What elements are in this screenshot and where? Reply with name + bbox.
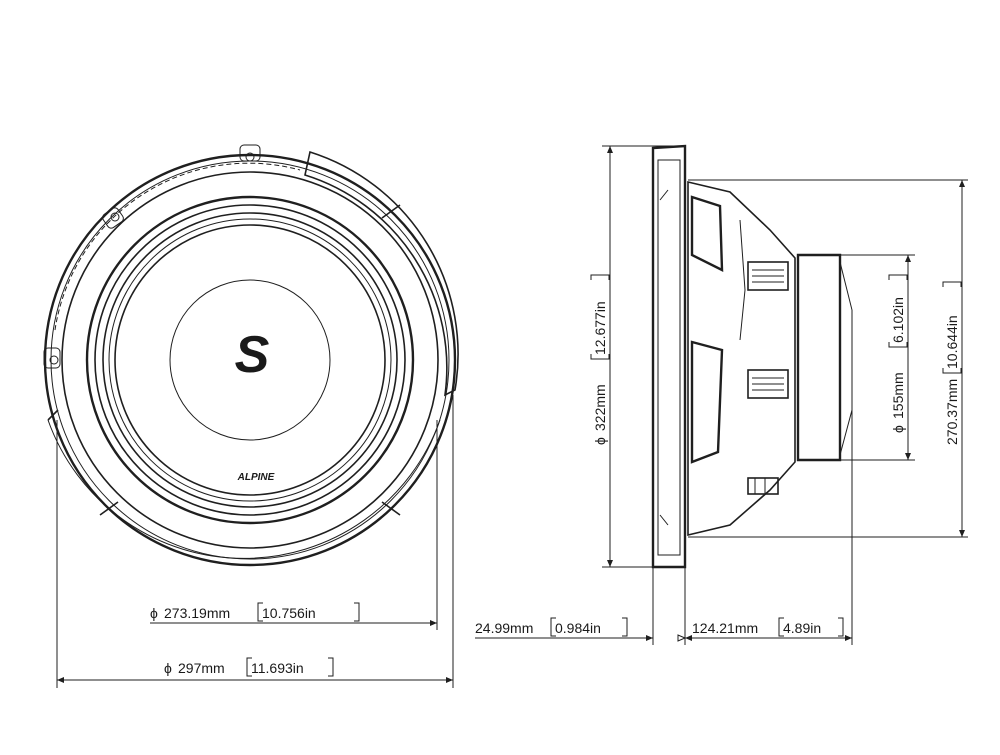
frame-symbol: ϕ bbox=[592, 437, 608, 445]
height-mm: 270.37mm bbox=[944, 379, 960, 445]
magnet-symbol: ϕ bbox=[890, 425, 906, 433]
dim-flange-depth: 24.99mm 0.984in bbox=[475, 567, 700, 645]
side-view-speaker bbox=[651, 144, 853, 569]
dim-basket-height: 270.37mm 10.644in bbox=[688, 179, 968, 538]
height-inch: 10.644in bbox=[944, 315, 960, 369]
dim-cutout-diameter: ϕ 273.19mm 10.756in bbox=[150, 420, 438, 630]
cutout-symbol: ϕ bbox=[150, 605, 158, 621]
s-logo-icon: S bbox=[235, 326, 270, 384]
cutout-mm: 273.19mm bbox=[164, 605, 230, 621]
overall-inch: 11.693in bbox=[251, 660, 304, 676]
overall-symbol: ϕ bbox=[164, 660, 172, 676]
dim-overall-diameter: ϕ 297mm 11.693in bbox=[56, 395, 454, 688]
frame-inch: 12.677in bbox=[592, 301, 608, 355]
frame-mm: 322mm bbox=[592, 384, 608, 431]
mount-mm: 124.21mm bbox=[692, 620, 758, 636]
magnet-mm: 155mm bbox=[890, 372, 906, 419]
brand-text: ALPINE bbox=[237, 472, 275, 483]
dim-magnet-diameter: ϕ 155mm 6.102in bbox=[840, 254, 915, 461]
cutout-inch: 10.756in bbox=[262, 605, 316, 621]
mount-inch: 4.89in bbox=[783, 620, 821, 636]
magnet-inch: 6.102in bbox=[890, 297, 906, 343]
front-view-speaker: S ALPINE bbox=[43, 144, 459, 567]
flange-mm: 24.99mm bbox=[475, 620, 533, 636]
overall-mm: 297mm bbox=[178, 660, 225, 676]
flange-inch: 0.984in bbox=[555, 620, 601, 636]
dim-frame-diameter: ϕ 322mm 12.677in bbox=[590, 145, 680, 568]
dim-mount-depth: 124.21mm 4.89in bbox=[685, 410, 853, 645]
